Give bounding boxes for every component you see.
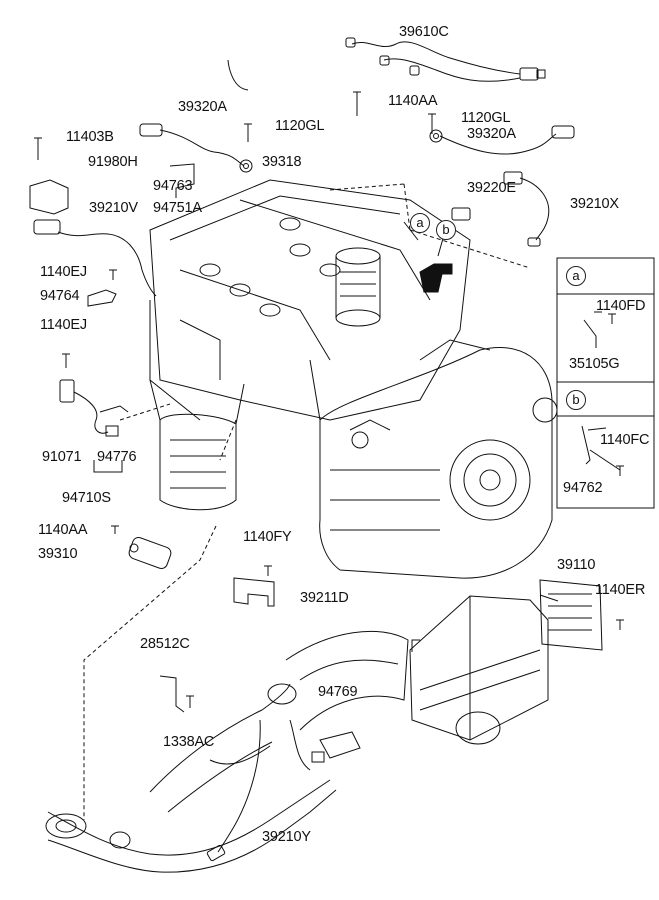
callout-a-top: a bbox=[410, 213, 430, 233]
transmission bbox=[319, 339, 558, 579]
callout-a-box: a bbox=[566, 266, 586, 286]
label-35105g: 35105G bbox=[569, 356, 620, 372]
label-39210v: 39210V bbox=[89, 200, 138, 216]
intake-duct bbox=[285, 630, 409, 731]
oxygen-sensor-39210v bbox=[33, 219, 157, 297]
ecu-39110 bbox=[539, 579, 603, 651]
label-94763: 94763 bbox=[153, 178, 193, 194]
label-39210x: 39210X bbox=[570, 196, 619, 212]
label-91980h: 91980H bbox=[88, 154, 138, 170]
connector-39220e bbox=[451, 207, 471, 221]
label-1140fd: 1140FD bbox=[596, 298, 646, 314]
label-39320a-left: 39320A bbox=[178, 99, 227, 115]
sensor-91071 bbox=[59, 379, 129, 434]
label-1338ac: 1338AC bbox=[163, 734, 215, 750]
callout-b-top: b bbox=[436, 220, 456, 240]
label-1120gl-left: 1120GL bbox=[275, 118, 325, 134]
label-94769: 94769 bbox=[318, 684, 358, 700]
bolts bbox=[34, 91, 624, 708]
bracket-94764 bbox=[87, 289, 117, 307]
clip-94776 bbox=[105, 425, 119, 437]
knock-sensor-right-39320a bbox=[429, 125, 575, 155]
pipe-fitting bbox=[419, 263, 453, 293]
label-1140ej-b: 1140EJ bbox=[40, 317, 87, 333]
bracket-94751a bbox=[169, 163, 195, 198]
label-1140fc: 1140FC bbox=[600, 432, 650, 448]
label-1140er: 1140ER bbox=[595, 582, 646, 598]
callout-box bbox=[556, 257, 655, 509]
label-11403b: 11403B bbox=[66, 129, 114, 145]
label-39220e: 39220E bbox=[467, 180, 516, 196]
label-94762: 94762 bbox=[563, 480, 603, 496]
label-1140fy: 1140FY bbox=[243, 529, 292, 545]
catalytic-converter bbox=[149, 379, 245, 511]
engine-block bbox=[149, 179, 471, 421]
bracket-94769 bbox=[319, 731, 361, 759]
oxygen-sensor-39210x bbox=[503, 171, 550, 247]
sensor-39310 bbox=[128, 537, 172, 569]
label-39211d: 39211D bbox=[300, 590, 349, 606]
reference-lines bbox=[83, 183, 531, 820]
label-28512c: 28512C bbox=[140, 636, 190, 652]
label-1140aa-low: 1140AA bbox=[38, 522, 88, 538]
label-94751a: 94751A bbox=[153, 200, 202, 216]
label-94764: 94764 bbox=[40, 288, 80, 304]
knock-sensor-left-39320a bbox=[139, 123, 253, 173]
label-39318: 39318 bbox=[262, 154, 302, 170]
bracket-39211d bbox=[233, 577, 275, 607]
label-1120gl-right: 1120GL bbox=[461, 110, 511, 126]
oil-filter bbox=[335, 247, 381, 327]
oxygen-sensor-wire-39610c bbox=[345, 37, 546, 82]
bracket-91980h bbox=[29, 179, 69, 215]
label-1140aa-top: 1140AA bbox=[388, 93, 438, 109]
label-94776: 94776 bbox=[97, 449, 137, 465]
air-cleaner bbox=[409, 595, 549, 745]
label-91071: 91071 bbox=[42, 449, 82, 465]
connector-94769 bbox=[311, 751, 325, 763]
label-39310: 39310 bbox=[38, 546, 78, 562]
label-39110: 39110 bbox=[557, 557, 596, 573]
label-39320a-right: 39320A bbox=[467, 126, 516, 142]
label-1140ej-a: 1140EJ bbox=[40, 264, 87, 280]
label-94710s: 94710S bbox=[62, 490, 111, 506]
callout-b-box: b bbox=[566, 390, 586, 410]
label-39210y: 39210Y bbox=[262, 829, 311, 845]
exhaust-pipe bbox=[45, 683, 337, 873]
bracket-28512c bbox=[159, 675, 185, 713]
label-39610c: 39610C bbox=[399, 24, 449, 40]
oxygen-sensor-39210y bbox=[206, 719, 261, 862]
